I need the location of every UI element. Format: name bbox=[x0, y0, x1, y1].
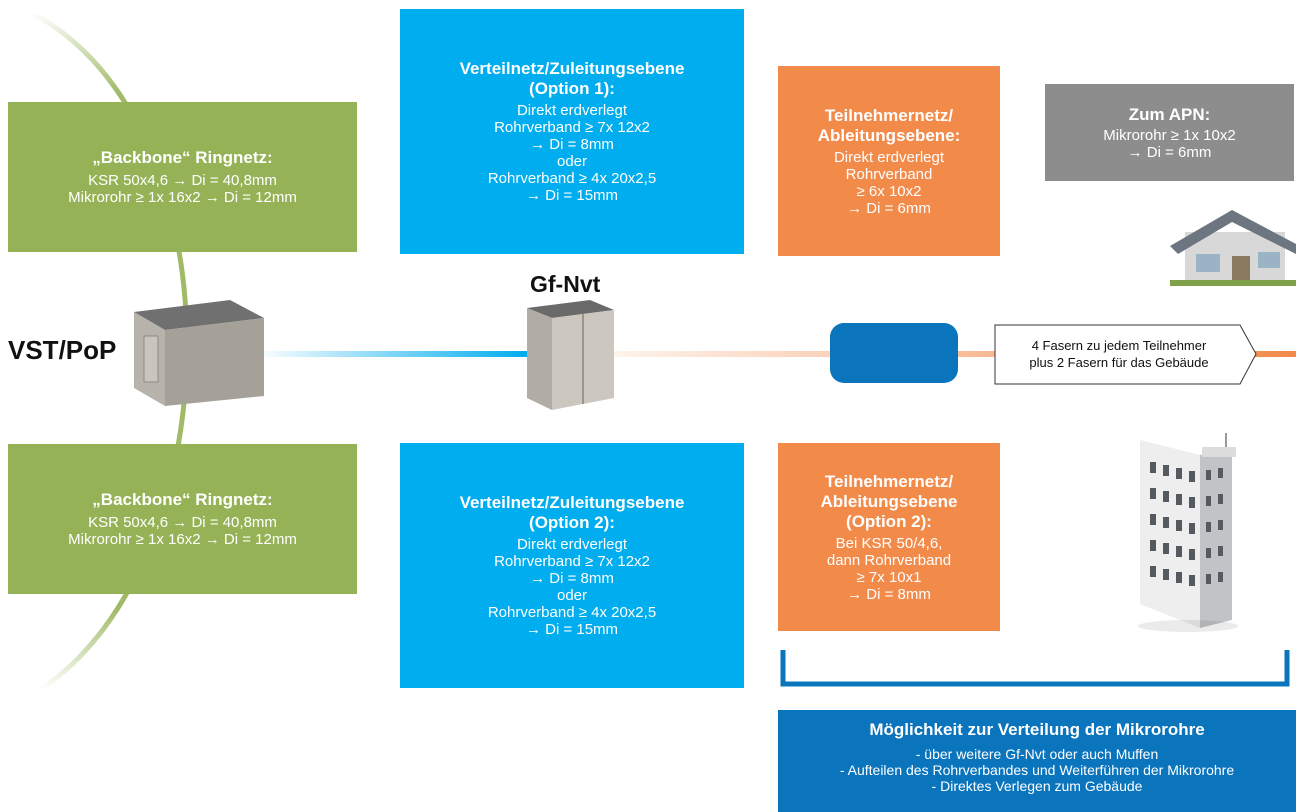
verteilung-mikrorohre-line: - Direktes Verlegen zum Gebäude bbox=[931, 778, 1143, 794]
apn-box: Zum APN: Mikrorohr ≥ 1x 10x2 → Di = 6mm bbox=[1045, 84, 1294, 181]
verteilnetz-option1-line: Direkt erdverlegt bbox=[516, 102, 628, 119]
backbone-bottom-line: KSR 50x4,6 → Di = 40,8mm bbox=[88, 514, 277, 531]
backbone-top-line: Mikrorohr ≥ 1x 16x2 → Di = 12mm bbox=[68, 189, 297, 206]
teilnehmernetz-box: Teilnehmernetz/ Ableitungsebene: Direkt … bbox=[778, 66, 1000, 256]
verteilnetz-option2-box: Verteilnetz/Zuleitungsebene (Option 2): … bbox=[400, 443, 744, 688]
verteilnetz-option2-title: Verteilnetz/Zuleitungsebene bbox=[459, 493, 685, 512]
teilnehmernetz-option2-line: Bei KSR 50/4,6, bbox=[835, 534, 943, 552]
teilnehmernetz-line: ≥ 6x 10x2 bbox=[856, 182, 922, 200]
verteilnetz-option2-title: (Option 2): bbox=[529, 513, 615, 532]
teilnehmernetz-option2-title: Ableitungsebene bbox=[820, 491, 958, 511]
teilnehmernetz-line: Direkt erdverlegt bbox=[833, 148, 945, 166]
verteilnetz-option2-line: oder bbox=[556, 587, 588, 604]
teilnehmernetz-option2-line: ≥ 7x 10x1 bbox=[856, 568, 922, 586]
apn-title: Zum APN: bbox=[1128, 104, 1211, 124]
teilnehmernetz-title: Teilnehmernetz/ bbox=[824, 105, 954, 125]
verteilnetz-option1-line: oder bbox=[556, 153, 588, 170]
verteilung-mikrorohre-line: - Aufteilen des Rohrverbandes und Weiter… bbox=[839, 762, 1235, 778]
cable-blue bbox=[255, 351, 527, 357]
verteilung-mikrorohre-line: - über weitere Gf-Nvt oder auch Muffen bbox=[915, 746, 1159, 762]
verteilnetz-option1-box: Verteilnetz/Zuleitungsebene (Option 1): … bbox=[400, 9, 744, 254]
verteilung-mikrorohre-title: Möglichkeit zur Verteilung der Mikrorohr… bbox=[869, 720, 1205, 739]
teilnehmernetz-option2-title: (Option 2): bbox=[846, 511, 932, 531]
backbone-top-box: „Backbone“ Ringnetz: KSR 50x4,6 → Di = 4… bbox=[8, 102, 357, 252]
verteilnetz-option2-line: Rohrverband ≥ 7x 12x2 bbox=[494, 553, 650, 570]
bracket bbox=[780, 650, 1290, 687]
verteilnetz-option2-line: → Di = 15mm bbox=[525, 621, 619, 638]
backbone-bottom-line: Mikrorohr ≥ 1x 16x2 → Di = 12mm bbox=[68, 531, 297, 548]
teilnehmernetz-line: Rohrverband bbox=[845, 165, 933, 183]
teilnehmernetz-line: → Di = 6mm bbox=[847, 199, 931, 217]
verteilnetz-option1-title: Verteilnetz/Zuleitungsebene bbox=[459, 59, 685, 78]
backbone-top-line: KSR 50x4,6 → Di = 40,8mm bbox=[88, 172, 277, 189]
backbone-bottom-title: „Backbone“ Ringnetz: bbox=[92, 490, 273, 509]
vst-pop-label: VST/PoP bbox=[8, 335, 117, 365]
house-icon bbox=[1170, 210, 1296, 286]
verteilung-mikrorohre-box: Möglichkeit zur Verteilung der Mikrorohr… bbox=[778, 710, 1296, 812]
teilnehmernetz-option2-line: → Di = 8mm bbox=[847, 585, 931, 603]
teilnehmernetz-option2-title: Teilnehmernetz/ bbox=[824, 471, 954, 491]
vst-station-icon bbox=[134, 300, 264, 406]
verteilnetz-option1-line: Rohrverband ≥ 4x 20x2,5 bbox=[487, 170, 657, 187]
verteilnetz-option1-line: → Di = 8mm bbox=[530, 136, 614, 153]
verteilnetz-option2-line: → Di = 8mm bbox=[530, 570, 614, 587]
verteilnetz-option2-line: Direkt erdverlegt bbox=[516, 536, 628, 553]
backbone-bottom-box: „Backbone“ Ringnetz: KSR 50x4,6 → Di = 4… bbox=[8, 444, 357, 594]
verteilnetz-option2-line: Rohrverband ≥ 4x 20x2,5 bbox=[487, 604, 657, 621]
backbone-top-title: „Backbone“ Ringnetz: bbox=[92, 148, 273, 167]
teilnehmernetz-option2-line: dann Rohrverband bbox=[826, 551, 952, 569]
fasern-callout-shape bbox=[994, 324, 1257, 385]
fasern-note-line: plus 2 Fasern für das Gebäude bbox=[1029, 355, 1209, 370]
verteilnetz-option1-title: (Option 1): bbox=[529, 79, 615, 98]
verteilnetz-option1-line: → Di = 15mm bbox=[525, 187, 619, 204]
apartment-building-icon bbox=[1138, 433, 1238, 632]
teilnehmernetz-title: Ableitungsebene: bbox=[817, 125, 961, 145]
verteilnetz-option1-line: Rohrverband ≥ 7x 12x2 bbox=[494, 119, 650, 136]
fasern-note-line: 4 Fasern zu jedem Teilnehmer bbox=[1031, 338, 1207, 353]
gfnvt-label: Gf-Nvt bbox=[530, 271, 601, 297]
gfnvt-cabinet-icon bbox=[527, 300, 614, 410]
apn-line: → Di = 6mm bbox=[1127, 143, 1212, 161]
fasern-note: 4 Fasern zu jedem Teilnehmer plus 2 Fase… bbox=[996, 337, 1242, 371]
apn-line: Mikrorohr ≥ 1x 10x2 bbox=[1103, 126, 1236, 144]
teilnehmernetz-option2-box: Teilnehmernetz/ Ableitungsebene (Option … bbox=[778, 443, 1000, 631]
muffe-closure-icon bbox=[830, 323, 958, 383]
